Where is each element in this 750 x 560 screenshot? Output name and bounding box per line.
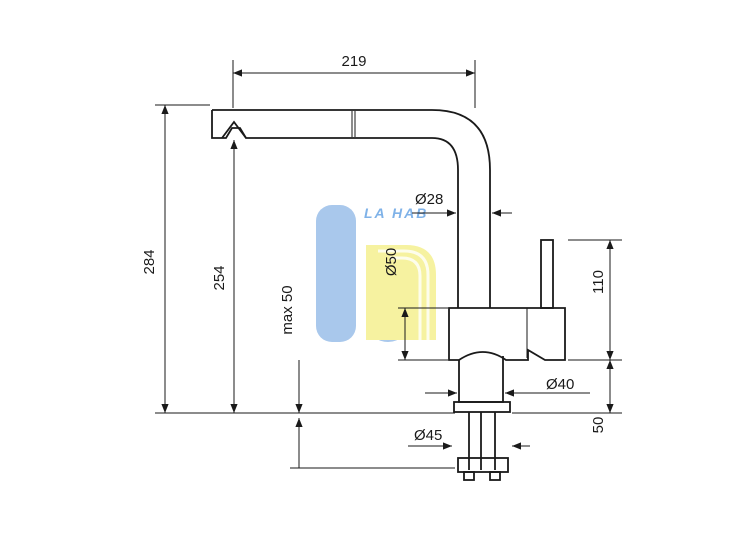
dim-label-max-50: max 50 <box>279 285 296 334</box>
mounting-bolt-right <box>489 471 501 481</box>
mounting-nut <box>457 457 509 473</box>
dim-diameter-28: Ø28 <box>412 191 512 217</box>
watermark-logo: LA HAB <box>316 205 436 342</box>
handle-lever <box>540 239 554 309</box>
base-flange <box>453 401 511 413</box>
mounting-bolt-left <box>463 471 475 481</box>
aerator-icon <box>221 120 247 139</box>
base-column <box>458 356 504 403</box>
dim-label-254: 254 <box>211 265 228 290</box>
dim-height-254: 254 <box>211 140 238 413</box>
dim-height-50: 50 <box>512 360 622 433</box>
spout-top-line <box>212 109 491 308</box>
dim-max-50: max 50 <box>279 285 455 469</box>
watermark-text: LA HAB <box>364 205 428 221</box>
dim-diameter-40: Ø40 <box>425 376 590 397</box>
dim-label-d40: Ø40 <box>546 376 574 393</box>
dim-label-284: 284 <box>141 249 158 274</box>
dim-label-219: 219 <box>341 53 366 70</box>
dim-height-110: 110 <box>568 239 622 361</box>
faucet-outline <box>211 109 566 481</box>
dim-label-110: 110 <box>590 270 607 294</box>
watermark-blue-bar <box>316 205 356 342</box>
dim-label-50: 50 <box>590 417 607 434</box>
spout-bottom-line <box>211 110 459 308</box>
dim-diameter-45: Ø45 <box>408 427 530 450</box>
dim-height-284: 284 <box>141 104 455 414</box>
dim-label-d28: Ø28 <box>415 191 443 208</box>
faucet-body <box>448 307 566 361</box>
dim-label-d45: Ø45 <box>414 427 442 444</box>
dim-label-d50: Ø50 <box>383 248 400 276</box>
dim-diameter-50: Ø50 <box>383 248 448 361</box>
dim-width-219: 219 <box>232 53 476 108</box>
